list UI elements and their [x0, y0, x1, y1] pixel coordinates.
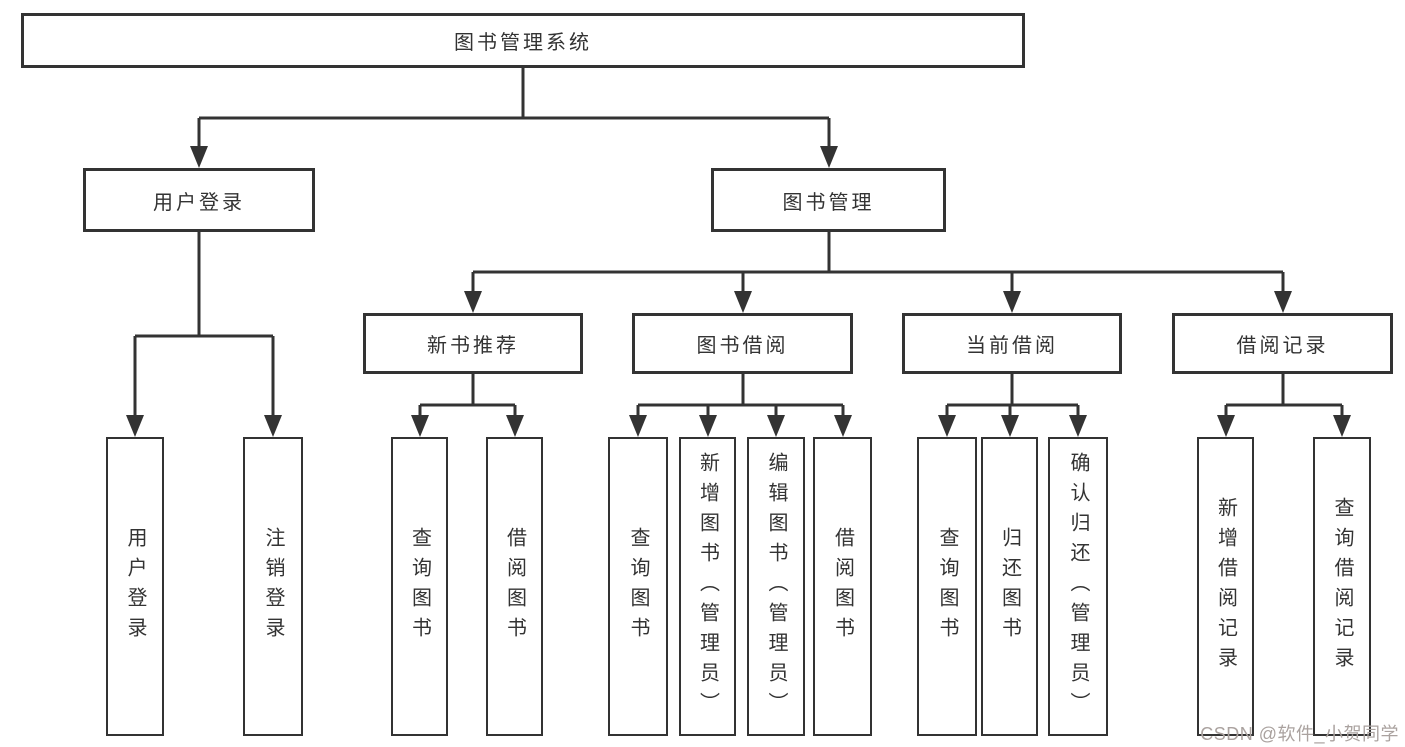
- leaf-add-borrow-record: 新增借阅记录: [1197, 437, 1254, 736]
- node-new-book-recommend: 新书推荐: [363, 313, 583, 374]
- leaf-label: 注销登录: [262, 526, 284, 647]
- arrow-down-icon: [938, 415, 956, 437]
- arrow-down-icon: [820, 146, 838, 168]
- arrow-down-icon: [1217, 415, 1235, 437]
- arrow-down-icon: [1003, 291, 1021, 313]
- arrow-down-icon: [1001, 415, 1019, 437]
- leaf-user-login: 用户登录: [106, 437, 164, 736]
- leaf-borrow-books-1: 借阅图书: [486, 437, 543, 736]
- connector-paths: [133, 68, 1344, 428]
- node-book-management: 图书管理: [711, 168, 946, 232]
- arrow-down-icon: [190, 146, 208, 168]
- leaf-label: 查询图书: [408, 526, 431, 647]
- leaf-confirm-return-admin: 确认归还（管理员）: [1048, 437, 1108, 736]
- arrow-down-icon: [506, 415, 524, 437]
- arrow-down-icon: [734, 291, 752, 313]
- leaf-borrow-books-2: 借阅图书: [813, 437, 872, 736]
- arrowheads: [126, 146, 1351, 437]
- arrow-down-icon: [264, 415, 282, 437]
- node-user-login: 用户登录: [83, 168, 315, 232]
- leaf-label: 归还图书: [998, 526, 1021, 647]
- arrow-down-icon: [1333, 415, 1351, 437]
- arrow-down-icon: [464, 291, 482, 313]
- leaf-label: 新增图书（管理员）: [696, 451, 719, 722]
- arrow-down-icon: [699, 415, 717, 437]
- node-book-borrow: 图书借阅: [632, 313, 853, 374]
- root-node-library-system: 图书管理系统: [21, 13, 1025, 68]
- leaf-label: 新增借阅记录: [1214, 496, 1237, 677]
- csdn-watermark: CSDN @软件_小贺同学: [1200, 724, 1399, 744]
- leaf-label: 用户登录: [124, 526, 146, 647]
- leaf-label: 借阅图书: [831, 526, 854, 647]
- leaf-return-books: 归还图书: [981, 437, 1038, 736]
- leaf-query-books-1: 查询图书: [391, 437, 448, 736]
- node-current-borrow: 当前借阅: [902, 313, 1122, 374]
- arrow-down-icon: [1274, 291, 1292, 313]
- leaf-edit-books-admin: 编辑图书（管理员）: [747, 437, 805, 736]
- leaf-label: 编辑图书（管理员）: [765, 451, 787, 722]
- leaf-logout: 注销登录: [243, 437, 303, 736]
- leaf-label: 查询图书: [627, 526, 649, 647]
- arrow-down-icon: [126, 415, 144, 437]
- leaf-label: 查询图书: [936, 526, 958, 647]
- leaf-query-books-2: 查询图书: [608, 437, 668, 736]
- leaf-query-borrow-record: 查询借阅记录: [1313, 437, 1371, 736]
- leaf-label: 查询借阅记录: [1331, 496, 1353, 677]
- arrow-down-icon: [834, 415, 852, 437]
- node-borrow-records: 借阅记录: [1172, 313, 1393, 374]
- leaf-label: 借阅图书: [503, 526, 526, 647]
- leaf-query-books-3: 查询图书: [917, 437, 977, 736]
- leaf-label: 确认归还（管理员）: [1067, 451, 1089, 722]
- arrow-down-icon: [629, 415, 647, 437]
- leaf-add-books-admin: 新增图书（管理员）: [679, 437, 736, 736]
- arrow-down-icon: [411, 415, 429, 437]
- arrow-down-icon: [1069, 415, 1087, 437]
- arrow-down-icon: [767, 415, 785, 437]
